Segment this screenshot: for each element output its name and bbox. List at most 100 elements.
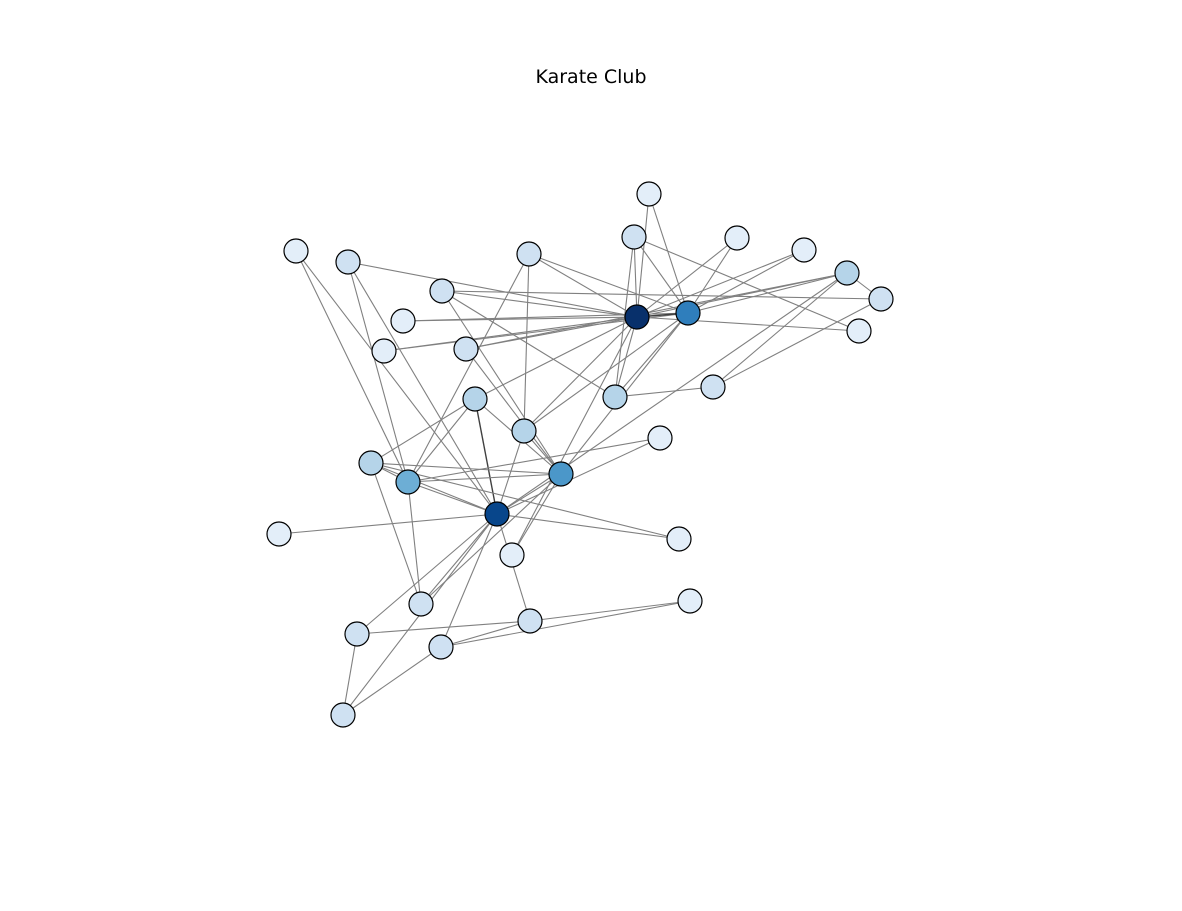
- edge-0-19: [347, 261, 498, 515]
- edge-3-13: [370, 398, 476, 464]
- edge-2-9: [511, 473, 562, 556]
- edge-4-10: [342, 633, 358, 716]
- edge-5-16: [440, 600, 691, 648]
- edge-1-17: [295, 250, 409, 483]
- node-30: [516, 241, 542, 267]
- edge-1-13: [407, 398, 476, 483]
- node-29: [621, 224, 647, 250]
- edge-23-25: [614, 386, 714, 398]
- edge-0-12: [496, 513, 680, 540]
- edge-18-33: [636, 193, 650, 318]
- node-19: [335, 249, 361, 275]
- edge-1-2: [407, 473, 562, 483]
- edge-15-33: [383, 316, 638, 352]
- edge-0-3: [370, 462, 498, 515]
- node-20: [724, 225, 750, 251]
- node-15: [371, 338, 397, 364]
- edge-1-7: [407, 481, 422, 605]
- edge-23-27: [441, 290, 616, 398]
- node-18: [636, 181, 662, 207]
- node-layer: [266, 181, 894, 728]
- node-24: [868, 286, 894, 312]
- node-31: [834, 260, 860, 286]
- node-26: [846, 318, 872, 344]
- edge-5-10: [342, 646, 442, 716]
- edge-1-21: [407, 437, 661, 483]
- edge-4-6: [356, 620, 531, 635]
- node-8: [511, 418, 537, 444]
- edge-13-33: [474, 316, 638, 400]
- edge-23-32: [614, 312, 689, 398]
- edge-26-33: [636, 316, 860, 332]
- edge-24-25: [712, 298, 882, 388]
- edge-22-32: [687, 249, 805, 314]
- node-16: [677, 588, 703, 614]
- node-6: [517, 608, 543, 634]
- edge-29-33: [633, 236, 638, 318]
- node-2: [548, 461, 574, 487]
- edge-23-33: [614, 316, 638, 398]
- node-1: [395, 469, 421, 495]
- node-25: [700, 374, 726, 400]
- node-23: [602, 384, 628, 410]
- edge-31-33: [636, 272, 848, 318]
- node-22: [791, 237, 817, 263]
- edge-layer: [278, 193, 882, 716]
- edge-28-33: [465, 316, 638, 350]
- edge-20-32: [687, 237, 738, 314]
- edge-0-1: [407, 481, 498, 515]
- edge-0-17: [295, 250, 498, 515]
- node-4: [344, 621, 370, 647]
- node-13: [462, 386, 488, 412]
- node-27: [429, 278, 455, 304]
- edge-24-27: [441, 290, 882, 300]
- edge-20-33: [636, 237, 738, 318]
- edge-1-19: [347, 261, 409, 483]
- edge-6-16: [529, 600, 691, 622]
- node-21: [647, 425, 673, 451]
- edge-0-7: [420, 513, 498, 605]
- edge-26-29: [633, 236, 860, 332]
- edge-18-32: [648, 193, 689, 314]
- edge-29-32: [633, 236, 689, 314]
- edge-5-6: [440, 620, 531, 648]
- edge-8-33: [523, 316, 638, 432]
- edge-2-3: [370, 462, 562, 475]
- edge-2-28: [465, 348, 562, 475]
- node-3: [358, 450, 384, 476]
- node-10: [330, 702, 356, 728]
- node-28: [453, 336, 479, 362]
- edge-8-32: [523, 312, 689, 432]
- edge-25-31: [712, 272, 848, 388]
- node-33: [624, 304, 650, 330]
- node-9: [499, 542, 525, 568]
- edge-3-12: [370, 462, 680, 540]
- edge-31-32: [687, 272, 848, 314]
- edge-0-8: [496, 430, 525, 515]
- edge-27-33: [441, 290, 638, 318]
- edge-2-27: [441, 290, 562, 475]
- node-0: [484, 501, 510, 527]
- edge-0-5: [440, 513, 498, 648]
- edge-14-33: [402, 316, 638, 322]
- edge-0-4: [356, 513, 498, 635]
- edge-9-33: [511, 316, 638, 556]
- node-32: [675, 300, 701, 326]
- figure-title: Karate Club: [535, 66, 647, 88]
- edge-28-31: [465, 272, 848, 350]
- edge-3-7: [370, 462, 422, 605]
- node-7: [408, 591, 434, 617]
- edge-30-33: [528, 253, 638, 318]
- edge-22-33: [636, 249, 805, 318]
- node-14: [390, 308, 416, 334]
- node-11: [266, 521, 292, 547]
- edge-2-7: [420, 473, 562, 605]
- node-12: [666, 526, 692, 552]
- edge-1-30: [407, 253, 530, 483]
- node-5: [428, 634, 454, 660]
- node-17: [283, 238, 309, 264]
- edge-30-32: [528, 253, 689, 314]
- edge-0-11: [278, 513, 498, 535]
